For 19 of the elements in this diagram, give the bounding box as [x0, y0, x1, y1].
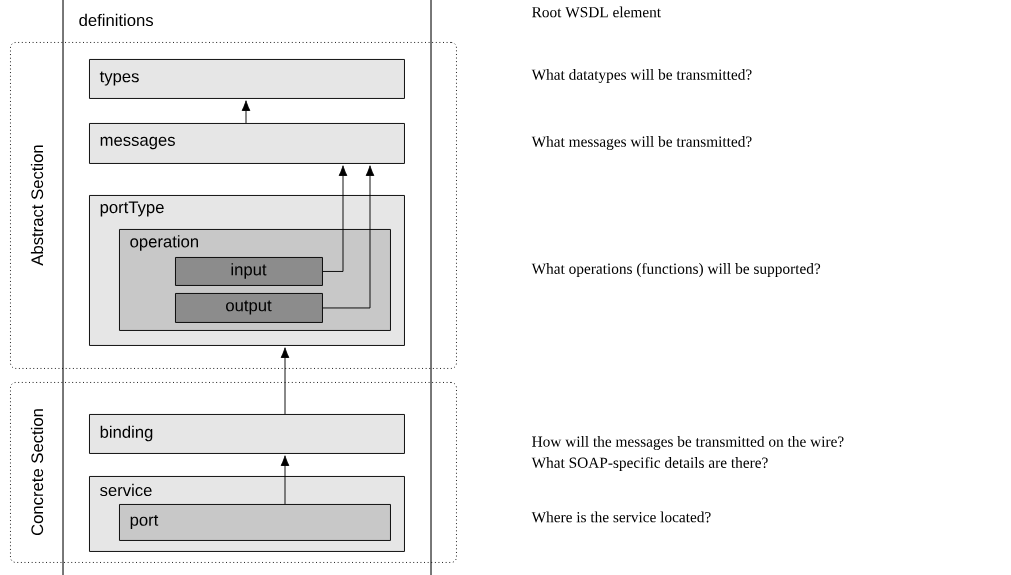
description-text: What datatypes will be transmitted?: [531, 69, 752, 83]
arrow: [241, 100, 251, 124]
arrow: [322, 165, 348, 272]
description-text: Where is the service located?: [531, 511, 711, 523]
description-text: What operations (functions) will be supported?: [531, 262, 821, 277]
arrow: [280, 347, 290, 415]
description-text: What SOAP-specific details are there?: [531, 456, 768, 471]
arrow: [280, 455, 290, 505]
description-text: Root WSDL element: [532, 6, 661, 18]
element-box: messages: [89, 123, 405, 164]
column-heading: definitions: [79, 13, 154, 27]
element-box: types: [89, 59, 405, 99]
description-text: What messages will be transmitted?: [531, 136, 752, 150]
description-text: How will the messages be transmitted on the wire?: [532, 436, 844, 450]
element-box: binding: [89, 414, 405, 454]
element-box: output: [175, 293, 323, 323]
element-box: port: [119, 504, 391, 541]
arrow: [322, 165, 375, 309]
element-box: input: [175, 257, 323, 286]
